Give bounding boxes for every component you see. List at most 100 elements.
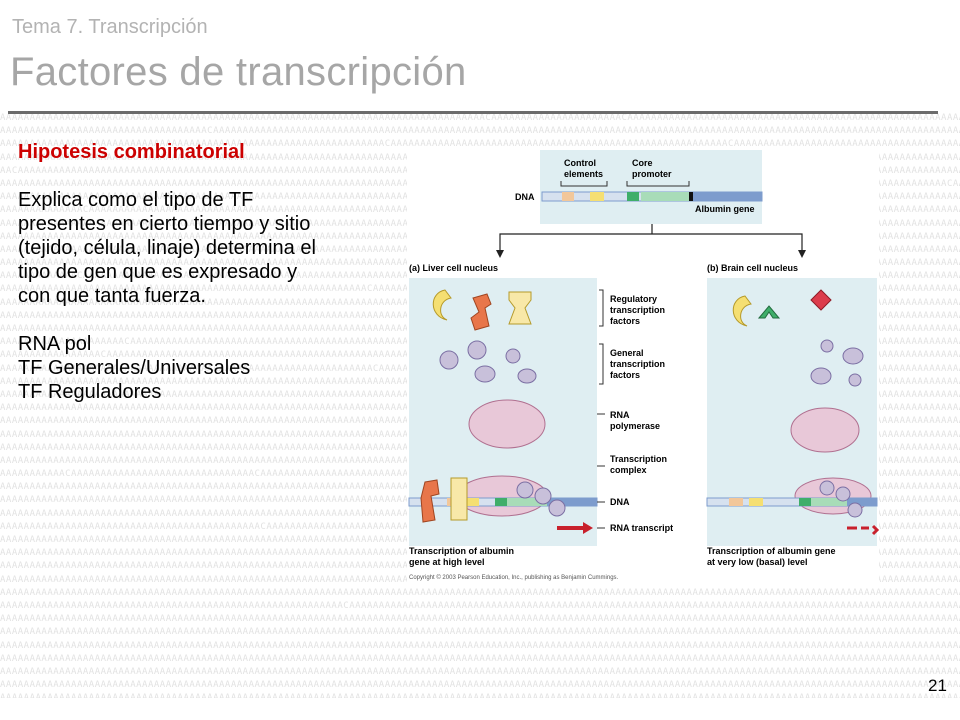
dna-b-gene bbox=[847, 498, 877, 506]
arrow-left-icon bbox=[496, 250, 504, 258]
bound-tf-orange bbox=[420, 479, 440, 523]
albumin-gene-label: Albumin gene bbox=[695, 204, 755, 214]
brain-bound-tf-3 bbox=[847, 502, 863, 518]
body-text: Hipotesis combinatorial Explica como el … bbox=[18, 140, 408, 404]
bound-general-tf-2 bbox=[534, 487, 552, 505]
legend-regulatory-2: transcription bbox=[610, 305, 665, 315]
list-item-regulatory-tf: TF Reguladores bbox=[18, 381, 162, 403]
paragraph-line: presentes en cierto tiempo y sitio bbox=[18, 213, 311, 235]
regulatory-tf-crescent bbox=[432, 289, 452, 321]
dna-sequence-line: AAAAAAAAAAAAAAAAAAAAAAAAAAAAAAAAAAAAAAAA… bbox=[0, 614, 960, 625]
gene-schematic-panel bbox=[540, 150, 762, 224]
dna-b-control bbox=[729, 498, 743, 506]
general-tf-5 bbox=[517, 368, 537, 384]
figure-svg: Control elements Core promoter DNA Album… bbox=[408, 150, 880, 581]
control-element-1 bbox=[562, 192, 574, 201]
transcription-complex-a bbox=[456, 475, 548, 517]
regulatory-tf-orange bbox=[470, 293, 492, 331]
control-elements-label-1: Control bbox=[564, 158, 596, 168]
legend-general-1: General bbox=[610, 348, 644, 358]
legend-transcript: RNA transcript bbox=[610, 523, 673, 533]
legend-regulatory-1: Regulatory bbox=[610, 294, 657, 304]
arrow-right-icon bbox=[798, 250, 806, 258]
caption-b-line-2: at very low (basal) level bbox=[707, 557, 808, 567]
control-bracket bbox=[560, 181, 608, 187]
dna-sequence-line: AAAAAAAAAAAAAAAAAAAAAAAAAAAAAAAAAAAAAAAA… bbox=[0, 666, 960, 677]
rna-polymerase-a bbox=[468, 399, 546, 449]
legend-bracket-1 bbox=[599, 289, 604, 327]
dna-a-promoter bbox=[495, 498, 507, 506]
dna-sequence-line: AAAAAAAAAAAAAAAAAAAAAAAAAAAAAAAAAAAAAAAA… bbox=[0, 692, 960, 698]
rna-polymerase-b bbox=[790, 407, 860, 453]
regulatory-tf-yellow bbox=[508, 291, 532, 325]
caption-a-line-1: Transcription of albumin bbox=[409, 546, 514, 556]
promoter-lightgreen bbox=[641, 192, 689, 201]
caption-b-line-1: Transcription of albumin gene bbox=[707, 546, 836, 556]
dna-sequence-line: AAAAAAAAAAAAAAAAAAAAAAAAAAAAAAAAAAAAAAAA… bbox=[0, 139, 960, 150]
legend-regulatory-3: factors bbox=[610, 316, 640, 326]
general-tf-4 bbox=[505, 348, 521, 364]
general-tf-2 bbox=[467, 340, 487, 360]
promoter-green bbox=[627, 192, 639, 201]
list-item-rna-pol: RNA pol bbox=[18, 333, 92, 355]
list-item-general-tf: TF Generales/Universales bbox=[18, 357, 251, 379]
dna-a-gene bbox=[547, 498, 597, 506]
dna-b-promoter-2 bbox=[811, 498, 847, 506]
rna-transcript-arrow-a bbox=[557, 522, 593, 534]
panel-a-title: (a) Liver cell nucleus bbox=[409, 263, 498, 273]
legend-complex-1: Transcription bbox=[610, 454, 667, 464]
dna-sequence-line: AAAAAAAAAAAAAAAAAAAAAAAAAAAAAAAAAAAAAAAA… bbox=[0, 600, 960, 611]
dna-sequence-line: AAAAAAAAAAAAAAAAAAAAAAAAAAAAAAAAAAAAAAAA… bbox=[0, 680, 960, 691]
legend-rna-pol-2: polymerase bbox=[610, 421, 660, 431]
promoter-bracket bbox=[626, 181, 690, 187]
slide-subtitle: Tema 7. Transcripción bbox=[12, 16, 208, 38]
brain-tf-crescent bbox=[732, 295, 752, 327]
legend-general-2: transcription bbox=[610, 359, 665, 369]
slide-title: Factores de transcripción bbox=[10, 50, 467, 94]
albumin-transcription-figure: Control elements Core promoter DNA Album… bbox=[407, 148, 880, 584]
dna-sequence-line: AAAAAAAAAAAAAAAAAAAAAAAAAAAAAAAAAAAAAAAA… bbox=[0, 627, 960, 638]
core-promoter-label-2: promoter bbox=[632, 169, 672, 179]
legend-dna: DNA bbox=[610, 497, 630, 507]
paragraph-line: con que tanta fuerza. bbox=[18, 285, 206, 307]
dna-sequence-line: AAAAAAAAAAAAAAAAAAAAAAAAAAAAAAAAAAAAAAAA… bbox=[0, 587, 960, 598]
bound-tf-yellow bbox=[450, 477, 468, 521]
brain-general-tf-3 bbox=[810, 367, 832, 385]
general-tf-3 bbox=[474, 365, 496, 383]
dna-label-top: DNA bbox=[515, 192, 535, 202]
dna-sequence-line: AAAAAAAAAAAAAAAAAAAAAAAAAAAAAAAAAAAAAAAA… bbox=[0, 640, 960, 651]
figure-copyright: Copyright © 2003 Pearson Education, Inc.… bbox=[409, 574, 619, 581]
core-promoter-label-1: Core bbox=[632, 158, 653, 168]
control-elements-label-2: elements bbox=[564, 169, 603, 179]
caption-a-line-2: gene at high level bbox=[409, 557, 485, 567]
paragraph-line: (tejido, célula, linaje) determina el bbox=[18, 237, 316, 259]
title-divider bbox=[8, 111, 938, 114]
brain-bound-tf-1 bbox=[819, 480, 835, 496]
brain-general-tf-1 bbox=[820, 339, 834, 353]
dna-a-control-2 bbox=[465, 498, 479, 506]
brain-bound-tf-2 bbox=[835, 486, 851, 502]
dna-b-control-2 bbox=[749, 498, 763, 506]
bound-general-tf-1 bbox=[516, 481, 534, 499]
page-number: 21 bbox=[928, 676, 947, 695]
brain-general-tf-2 bbox=[842, 347, 864, 365]
panel-b-title: (b) Brain cell nucleus bbox=[707, 263, 798, 273]
dna-b-promoter bbox=[799, 498, 811, 506]
dna-sequence-line: AAAAAAAAAAAAAAAAAAAAAAAAAAAAAAAAAAACAAAA… bbox=[0, 126, 960, 137]
tata-mark bbox=[689, 192, 693, 201]
brain-general-tf-4 bbox=[848, 373, 862, 387]
dna-sequence-line: AAAAAAAAAAAAAAAAAAAAAAAAAAAAAAAAAAAAAAAA… bbox=[0, 113, 960, 123]
legend-complex-2: complex bbox=[610, 465, 647, 475]
legend-rna-pol-1: RNA bbox=[610, 410, 630, 420]
branch-lines bbox=[499, 224, 803, 254]
brain-tf-red bbox=[810, 289, 832, 311]
control-element-2 bbox=[590, 192, 604, 201]
brain-tf-green bbox=[757, 305, 781, 319]
legend-general-3: factors bbox=[610, 370, 640, 380]
bound-general-tf-3 bbox=[548, 499, 566, 517]
albumin-gene-block bbox=[693, 192, 762, 201]
legend-bracket-2 bbox=[599, 343, 604, 385]
dna-a-promoter-2 bbox=[507, 498, 547, 506]
paragraph-line: tipo de gen que es expresado y bbox=[18, 261, 298, 283]
paragraph-line: Explica como el tipo de TF bbox=[18, 189, 254, 211]
